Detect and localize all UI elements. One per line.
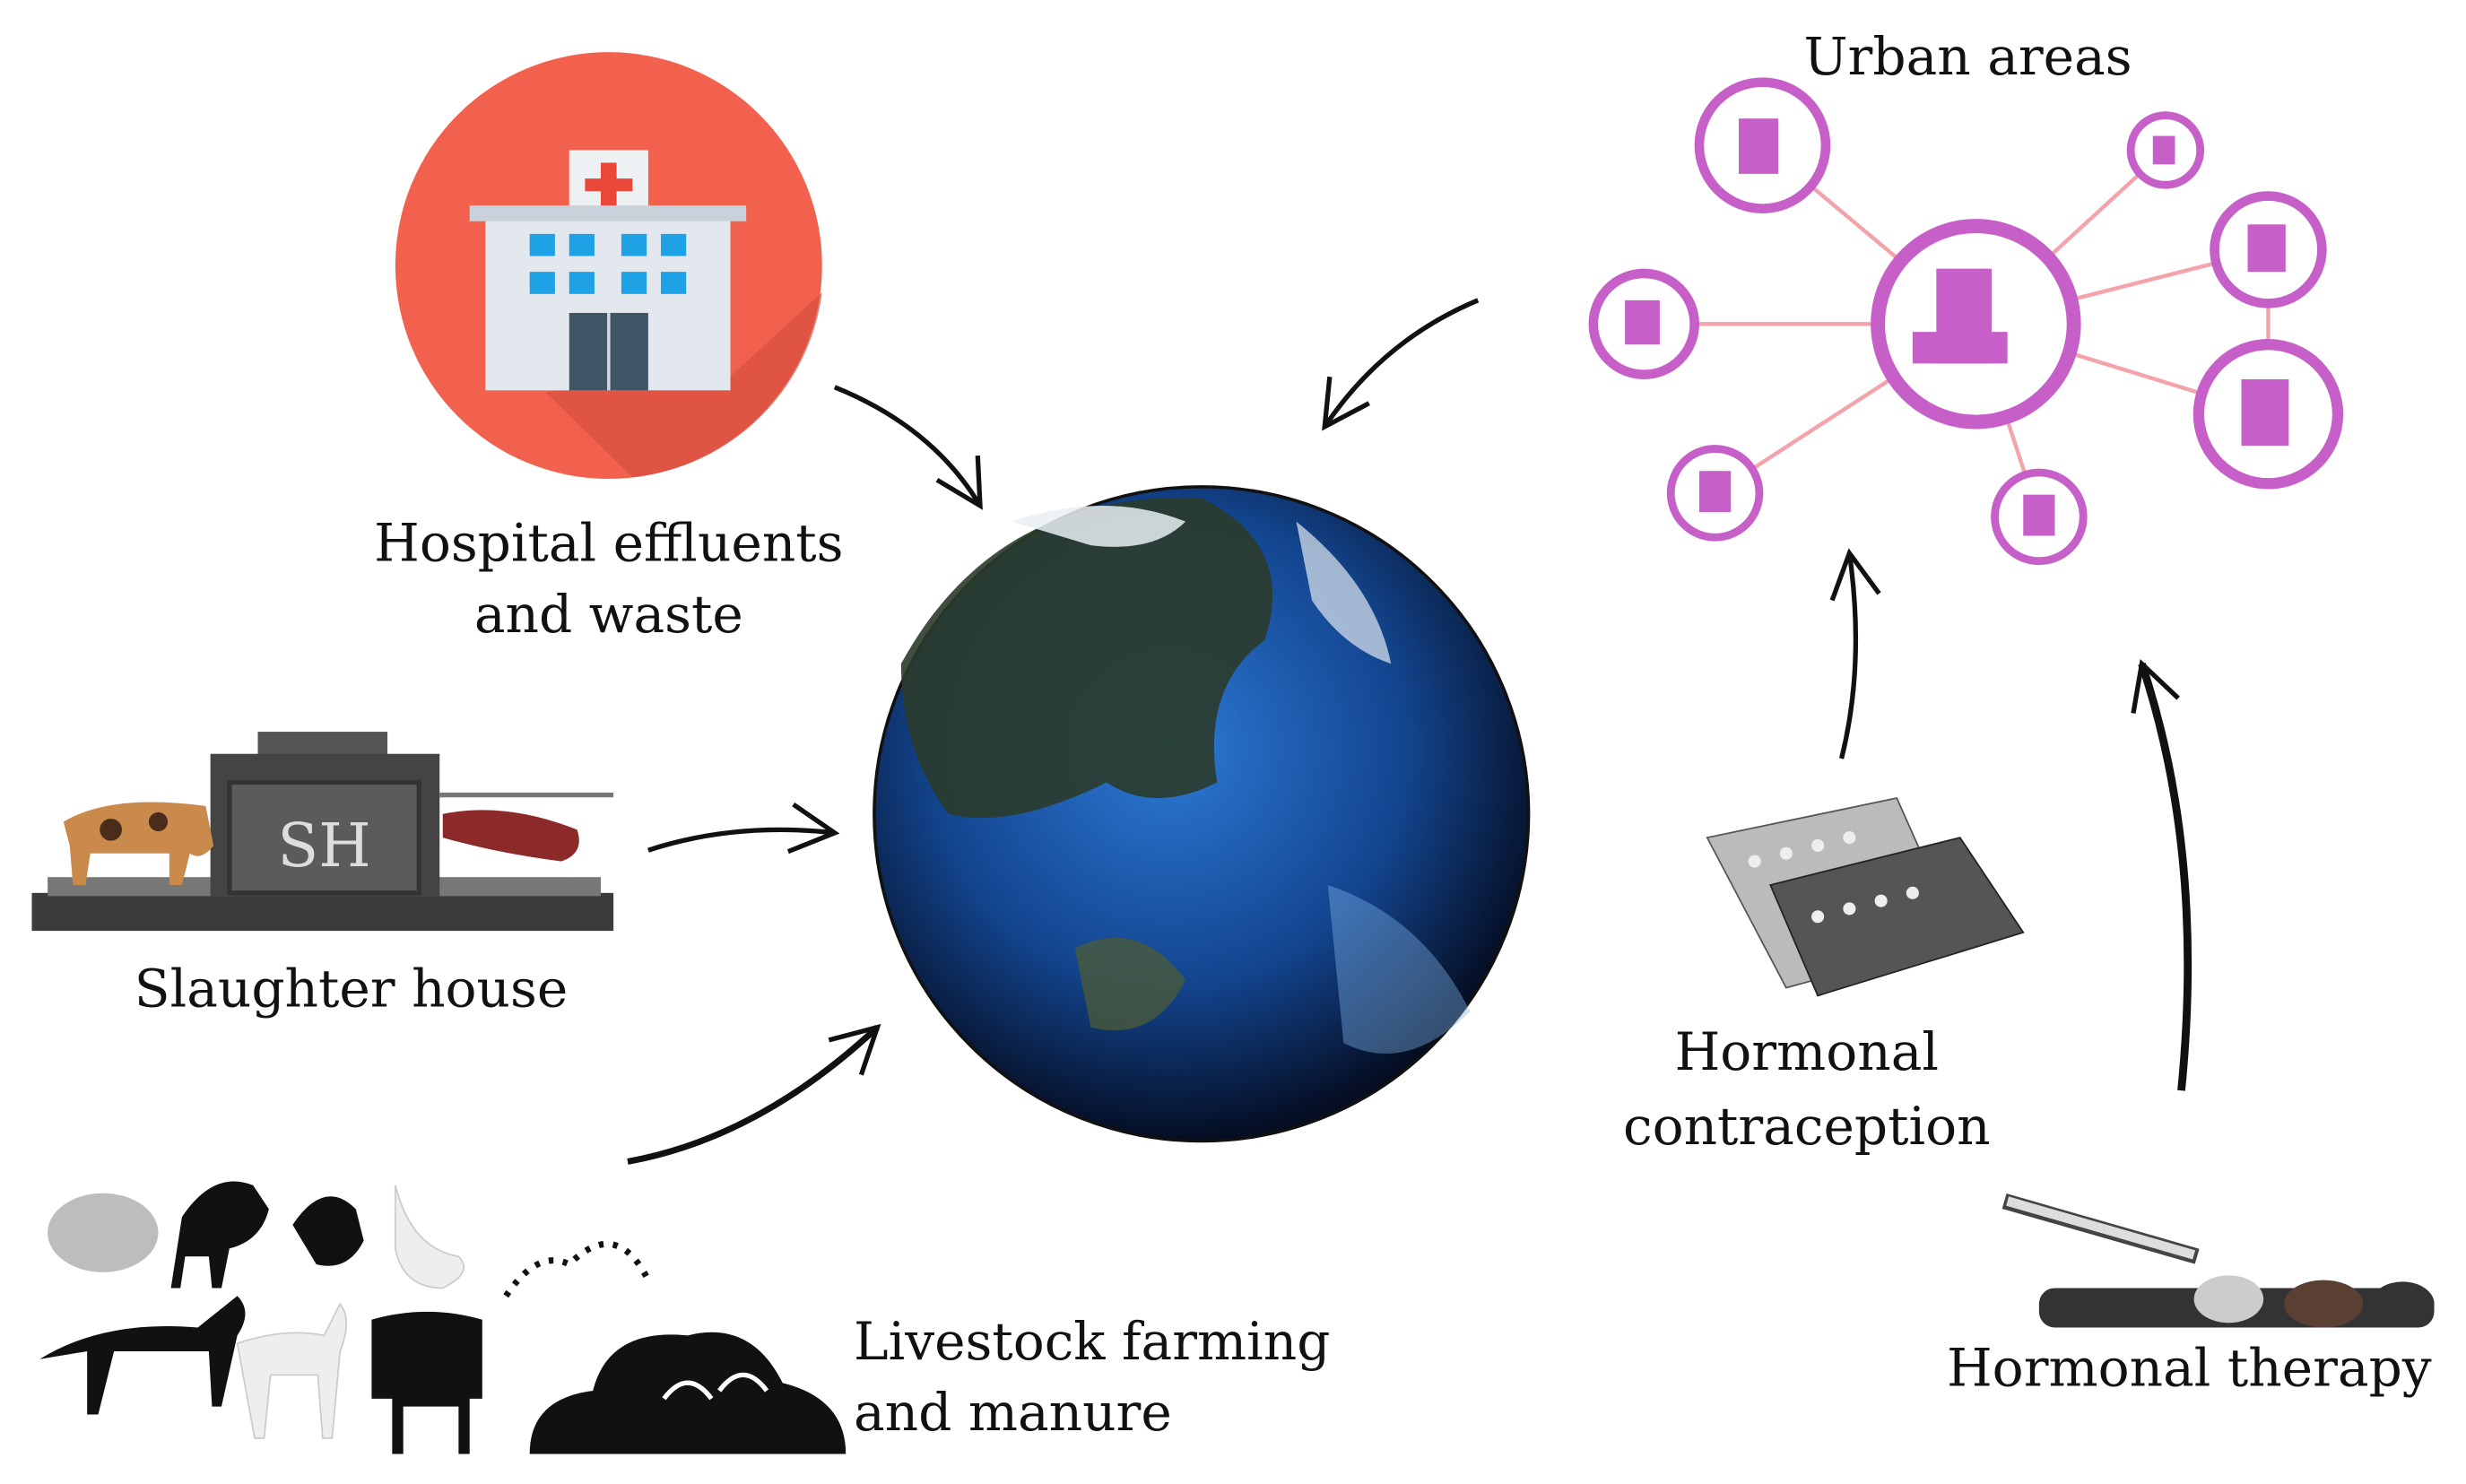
city-node-icon xyxy=(1666,445,1764,542)
contraception-label-line1: Hormonal xyxy=(1675,1021,1939,1082)
city-node-icon xyxy=(1588,268,1699,380)
slaughter-sign: SH xyxy=(277,811,370,881)
livestock-icon xyxy=(39,1181,847,1454)
hospital-label-line2: and waste xyxy=(474,584,743,645)
city-node-icon xyxy=(2126,111,2205,189)
earth-globe-icon xyxy=(873,485,1531,1143)
arrow-contraception-to-urban xyxy=(1829,548,1881,759)
arrow-urban-to-globe xyxy=(1322,298,1480,431)
hospital-label-line1: Hospital effluents xyxy=(374,513,843,574)
livestock-label-line1: Livestock farming xyxy=(854,1311,1330,1372)
arrow-slaughter-to-globe xyxy=(647,802,840,855)
arrow-therapy-to-urban xyxy=(2131,658,2192,1091)
city-node-icon xyxy=(1871,219,2081,430)
city-node-icon xyxy=(1991,468,2088,566)
city-nodes xyxy=(1588,77,2344,566)
city-node-icon xyxy=(1694,77,1831,213)
contraception-label-line2: contraception xyxy=(1623,1096,1991,1157)
syringe-and-pills-icon xyxy=(2001,1193,2435,1328)
contraceptive-pills-icon xyxy=(1706,797,2025,997)
city-node-icon xyxy=(2192,339,2344,490)
city-node-icon xyxy=(2210,191,2327,308)
slaughter-label: Slaughter house xyxy=(135,959,569,1020)
urban-label: Urban areas xyxy=(1804,26,2132,87)
slaughter-house-icon: SH xyxy=(31,732,614,932)
hospital-icon xyxy=(395,52,822,480)
arrow-livestock-to-globe xyxy=(627,1023,881,1165)
arrow-hospital-to-globe xyxy=(833,385,983,510)
therapy-label: Hormonal therapy xyxy=(1947,1338,2432,1399)
livestock-label-line2: and manure xyxy=(854,1382,1172,1443)
